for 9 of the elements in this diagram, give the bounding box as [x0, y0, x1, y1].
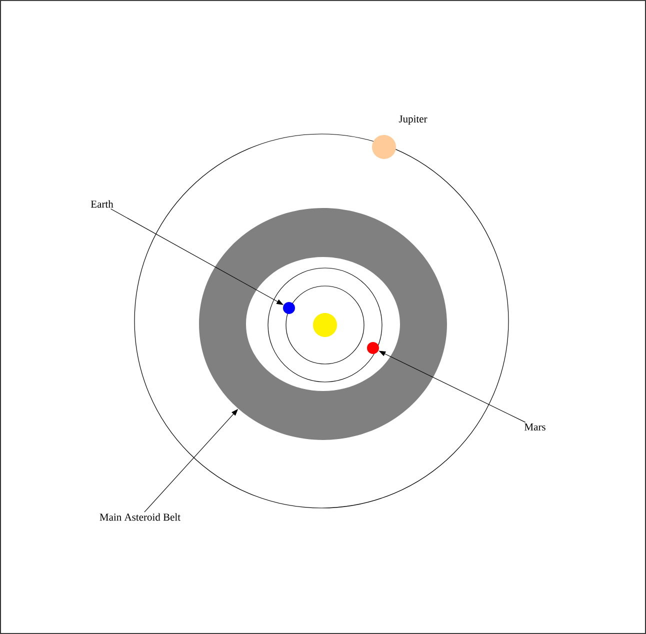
planet-circle [372, 135, 396, 159]
asteroid-belt-ring [199, 208, 447, 440]
belt-label: Main Asteroid Belt [100, 513, 180, 521]
planet-dot [367, 342, 379, 354]
planet-dot [283, 302, 295, 314]
planet-label: Jupiter [398, 115, 428, 125]
sun-circle [313, 313, 337, 337]
planet-label: Earth [90, 200, 114, 208]
planet-label: Mars [524, 424, 546, 430]
